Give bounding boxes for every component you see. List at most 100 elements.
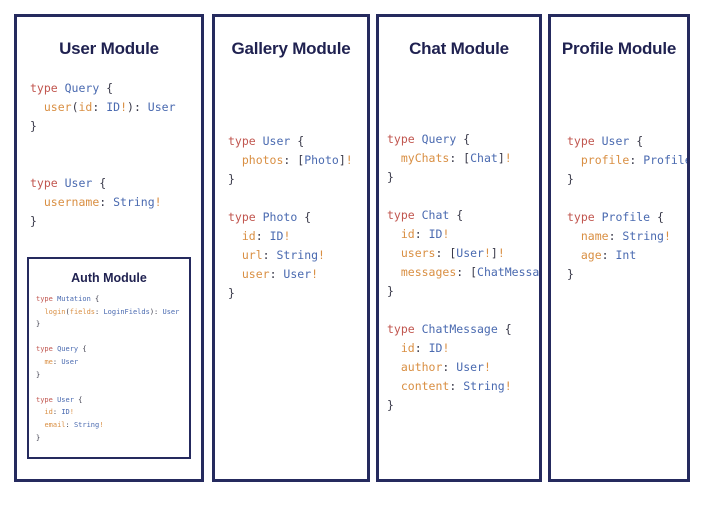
code-line: author: User! [387, 358, 539, 377]
code-token: User [147, 100, 176, 114]
code-block-auth: type Mutation { login(fields: LoginField… [29, 293, 189, 444]
code-token: ! [483, 360, 491, 374]
module-title-profile: Profile Module [561, 39, 677, 58]
code-line: } [387, 396, 539, 415]
code-token [228, 267, 242, 281]
code-line [36, 381, 189, 394]
code-line: } [228, 170, 367, 189]
code-token: ): [127, 100, 148, 114]
code-token: { [297, 210, 312, 224]
code-token: ( [71, 100, 79, 114]
code-token: ID [428, 227, 443, 241]
code-block-user: type Query { user(id: ID!): User}type Us… [17, 79, 201, 231]
code-token: user [43, 100, 72, 114]
code-line: type ChatMessage { [387, 320, 539, 339]
code-token: User [262, 134, 291, 148]
code-token: type [567, 210, 602, 224]
code-token: Photo [304, 153, 339, 167]
code-token: User [601, 134, 630, 148]
code-line: } [36, 369, 189, 382]
code-token: me [44, 357, 53, 366]
code-line: type User { [36, 394, 189, 407]
code-token: { [90, 295, 100, 303]
code-line [387, 187, 539, 206]
code-token: ] [497, 151, 505, 165]
code-token: ! [663, 229, 671, 243]
code-token: : [ [283, 153, 305, 167]
code-token: : [65, 420, 74, 429]
code-line: } [30, 117, 201, 136]
code-line: type Profile { [567, 208, 687, 227]
code-token: : [99, 195, 114, 209]
code-token: : [262, 248, 277, 262]
code-token: User [64, 176, 93, 190]
code-token: String [463, 379, 505, 393]
module-title-user: User Module [59, 39, 159, 58]
code-token: } [228, 286, 235, 300]
code-line: age: Int [567, 246, 687, 265]
code-token: login [44, 307, 66, 316]
code-line: type User { [567, 132, 687, 151]
code-token: : [ [435, 246, 457, 260]
code-token: author [400, 360, 443, 374]
code-token: { [449, 208, 464, 222]
code-line: type Mutation { [36, 293, 189, 306]
code-token: ! [154, 195, 162, 209]
code-token [30, 100, 44, 114]
code-token: ChatMessage [477, 265, 540, 279]
code-token [567, 248, 581, 262]
code-line: type Chat { [387, 206, 539, 225]
code-token: type [30, 81, 65, 95]
code-token: ): [149, 307, 163, 316]
code-token: } [387, 170, 394, 184]
code-token: String [113, 195, 155, 209]
code-token: ! [345, 153, 353, 167]
code-token: type [36, 295, 58, 303]
code-token: ! [442, 227, 450, 241]
code-token: ID [269, 229, 284, 243]
code-token: { [73, 395, 83, 404]
code-token: : [414, 227, 429, 241]
code-line: myChats: [Chat]! [387, 149, 539, 168]
code-token: : [52, 357, 62, 366]
code-token: ID [61, 408, 70, 417]
code-token: User [283, 267, 312, 281]
code-token: photos [241, 153, 284, 167]
module-panel-auth[interactable]: Auth Module type Mutation { login(fields… [27, 257, 191, 459]
code-token: } [36, 433, 41, 442]
code-token [228, 229, 242, 243]
code-token: username [43, 195, 100, 209]
code-token: } [36, 320, 41, 329]
code-line: me: User [36, 356, 189, 369]
code-line [30, 155, 201, 174]
code-token: } [30, 214, 37, 228]
code-token: Photo [262, 210, 298, 224]
code-token: ID [428, 341, 443, 355]
code-line: id: ID! [228, 227, 367, 246]
code-token: { [78, 345, 87, 354]
code-token [387, 151, 401, 165]
code-line: id: ID! [36, 406, 189, 419]
code-token [387, 379, 401, 393]
code-line: user: User! [228, 265, 367, 284]
code-token: : [442, 360, 457, 374]
module-panel-user[interactable]: User Module type Query { user(id: ID!): … [14, 14, 204, 482]
code-token: } [36, 370, 41, 379]
code-token: ID [106, 100, 121, 114]
code-token: { [99, 81, 114, 95]
code-token: Query [421, 132, 457, 146]
module-title-chat: Chat Module [409, 39, 509, 58]
code-token: } [228, 172, 235, 186]
code-token: : [92, 100, 107, 114]
code-token: : [95, 307, 104, 316]
code-token: type [387, 322, 422, 336]
module-panel-profile[interactable]: Profile Module type User { profile: Prof… [548, 14, 690, 482]
code-token: User [456, 246, 484, 260]
code-line [387, 301, 539, 320]
code-token: Query [64, 81, 100, 95]
module-panel-chat[interactable]: Chat Module type Query { myChats: [Chat]… [376, 14, 542, 482]
code-token: id [44, 408, 53, 417]
module-panel-gallery[interactable]: Gallery Module type User { photos: [Phot… [212, 14, 370, 482]
code-token: : [629, 153, 644, 167]
